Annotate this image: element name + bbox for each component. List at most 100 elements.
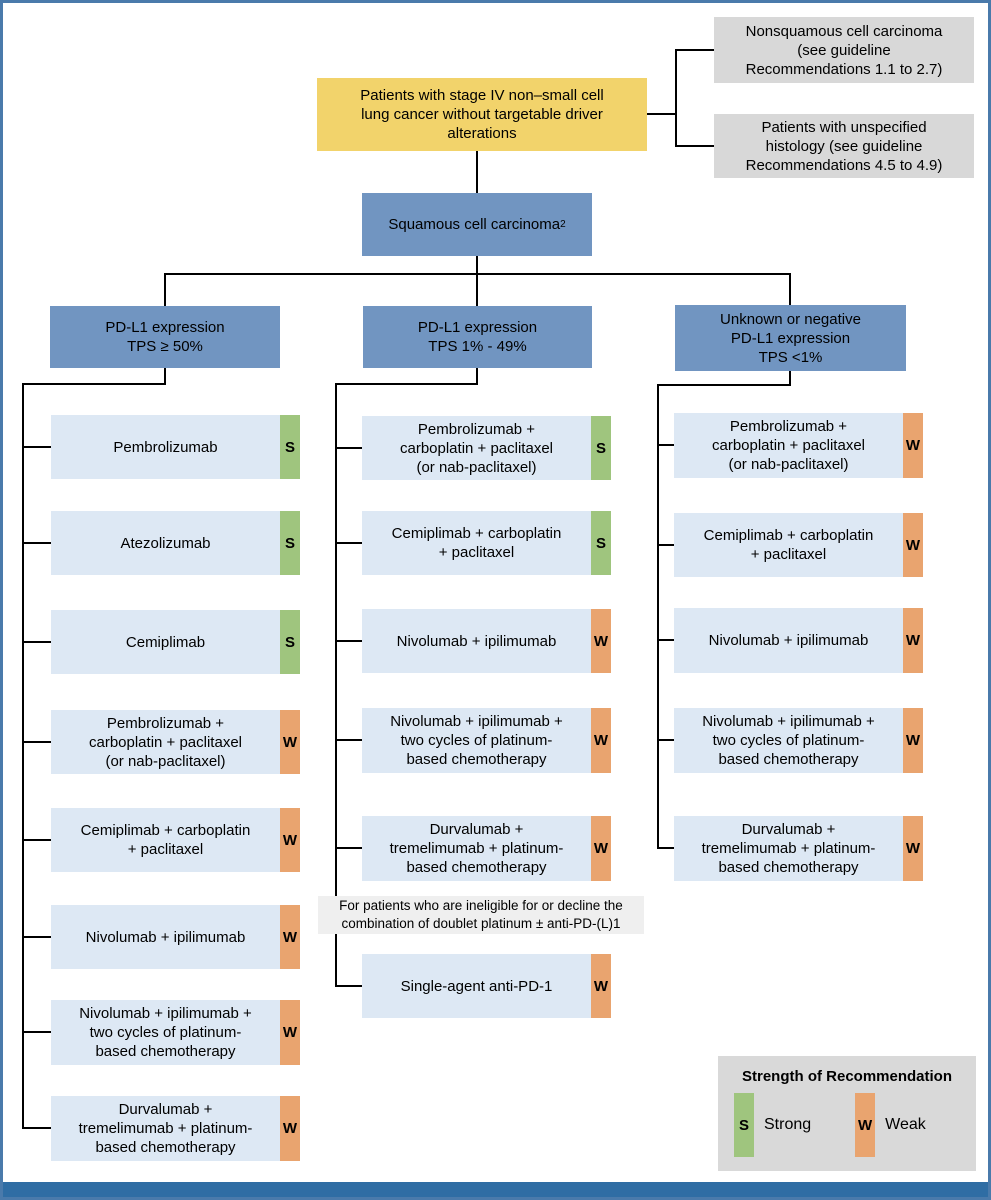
strength-tag-weak: W (591, 609, 611, 673)
strength-tag-strong: S (591, 416, 611, 480)
treatment-label: Cemiplimab + carboplatin + paclitaxel (51, 808, 280, 872)
strength-tag-weak: W (591, 954, 611, 1018)
treatment-label: Pembrolizumab + carboplatin + paclitaxel… (362, 416, 591, 480)
treatment-label: Cemiplimab (51, 610, 280, 674)
legend-item-strong: S Strong (734, 1093, 811, 1157)
treatment-label: Cemiplimab + carboplatin + paclitaxel (362, 511, 591, 575)
connector-line (335, 542, 363, 544)
connector-line (789, 273, 791, 306)
connector-line (22, 383, 24, 1129)
strength-tag-strong: S (591, 511, 611, 575)
treatment-label: Nivolumab + ipilimumab + two cycles of p… (362, 708, 591, 773)
strength-tag-weak: W (591, 708, 611, 773)
column-header-tps-ge-50: PD-L1 expression TPS ≥ 50% (50, 306, 280, 368)
treatment-box: Durvalumab + tremelimumab + platinum- ba… (362, 816, 611, 881)
column-header-tps-1-49: PD-L1 expression TPS 1% - 49% (363, 306, 592, 368)
connector-line (335, 847, 363, 849)
legend-label-weak: Weak (885, 1116, 926, 1133)
treatment-box: Nivolumab + ipilimumab + two cycles of p… (674, 708, 923, 773)
referral-box-unspecified-histology: Patients with unspecified histology (see… (714, 114, 974, 178)
treatment-box: Single-agent anti-PD-1 W (362, 954, 611, 1018)
treatment-label: Nivolumab + ipilimumab (362, 609, 591, 673)
legend-items: S Strong W Weak (718, 1093, 976, 1157)
strength-tag-weak: W (280, 1096, 300, 1161)
connector-line (789, 371, 791, 386)
connector-line (22, 936, 52, 938)
treatment-label: Single-agent anti-PD-1 (362, 954, 591, 1018)
root-population-box: Patients with stage IV non–small cell lu… (317, 78, 647, 151)
connector-line (476, 151, 478, 194)
treatment-label: Durvalumab + tremelimumab + platinum- ba… (674, 816, 903, 881)
treatment-box: Nivolumab + ipilimumab W (362, 609, 611, 673)
treatment-box: Pembrolizumab S (51, 415, 300, 479)
treatment-label: Pembrolizumab (51, 415, 280, 479)
strength-tag-weak: W (591, 816, 611, 881)
strength-tag-strong: S (280, 415, 300, 479)
legend-item-weak: W Weak (855, 1093, 926, 1157)
strength-tag-weak: W (903, 816, 923, 881)
connector-line (164, 368, 166, 384)
connector-line (22, 383, 166, 385)
connector-line (22, 741, 52, 743)
strength-tag-weak: W (280, 905, 300, 969)
connector-line (335, 985, 363, 987)
treatment-label: Durvalumab + tremelimumab + platinum- ba… (362, 816, 591, 881)
connector-line (657, 384, 791, 386)
strength-tag-strong: S (734, 1093, 754, 1157)
connector-line (335, 739, 363, 741)
strength-tag-weak: W (903, 708, 923, 773)
connector-line (476, 273, 478, 307)
connector-line (476, 368, 478, 384)
connector-line (22, 641, 52, 643)
strength-tag-weak: W (855, 1093, 876, 1157)
footer-bar (3, 1182, 988, 1197)
connector-line (335, 383, 478, 385)
treatment-label: Nivolumab + ipilimumab + two cycles of p… (51, 1000, 280, 1065)
connector-line (476, 255, 478, 275)
connector-line (22, 1127, 52, 1129)
treatment-box: Atezolizumab S (51, 511, 300, 575)
treatment-label: Nivolumab + ipilimumab + two cycles of p… (674, 708, 903, 773)
connector-line (657, 739, 675, 741)
connector-line (22, 1031, 52, 1033)
treatment-box: Cemiplimab + carboplatin + paclitaxel W (51, 808, 300, 872)
treatment-box: Nivolumab + ipilimumab + two cycles of p… (362, 708, 611, 773)
connector-line (657, 544, 675, 546)
treatment-label: Atezolizumab (51, 511, 280, 575)
strength-tag-weak: W (280, 1000, 300, 1065)
treatment-box: Pembrolizumab + carboplatin + paclitaxel… (362, 416, 611, 480)
strength-tag-weak: W (280, 710, 300, 774)
strength-tag-strong: S (280, 610, 300, 674)
treatment-label: Pembrolizumab + carboplatin + paclitaxel… (674, 413, 903, 478)
connector-line (22, 542, 52, 544)
squamous-label: Squamous cell carcinoma (388, 216, 561, 233)
strength-tag-weak: W (903, 608, 923, 673)
connector-line (22, 446, 52, 448)
connector-line (645, 113, 676, 115)
referral-box-nonsquamous: Nonsquamous cell carcinoma (see guidelin… (714, 17, 974, 83)
treatment-box: Nivolumab + ipilimumab W (51, 905, 300, 969)
treatment-label: Nivolumab + ipilimumab (674, 608, 903, 673)
strength-tag-weak: W (903, 513, 923, 577)
connector-line (657, 639, 675, 641)
treatment-label: Pembrolizumab + carboplatin + paclitaxel… (51, 710, 280, 774)
treatment-box: Pembrolizumab + carboplatin + paclitaxel… (674, 413, 923, 478)
connector-line (335, 447, 363, 449)
treatment-box: Cemiplimab S (51, 610, 300, 674)
connector-line (675, 49, 677, 147)
treatment-box: Pembrolizumab + carboplatin + paclitaxel… (51, 710, 300, 774)
treatment-box: Durvalumab + tremelimumab + platinum- ba… (674, 816, 923, 881)
strength-tag-weak: W (903, 413, 923, 478)
treatment-box: Cemiplimab + carboplatin + paclitaxel W (674, 513, 923, 577)
legend: Strength of Recommendation S Strong W We… (718, 1056, 976, 1171)
treatment-label: Durvalumab + tremelimumab + platinum- ba… (51, 1096, 280, 1161)
connector-line (675, 145, 715, 147)
treatment-label: Cemiplimab + carboplatin + paclitaxel (674, 513, 903, 577)
connector-line (657, 847, 675, 849)
strength-tag-weak: W (280, 808, 300, 872)
column-header-tps-lt-1: Unknown or negative PD-L1 expression TPS… (675, 305, 906, 371)
connector-line (657, 444, 675, 446)
connector-line (164, 273, 166, 307)
